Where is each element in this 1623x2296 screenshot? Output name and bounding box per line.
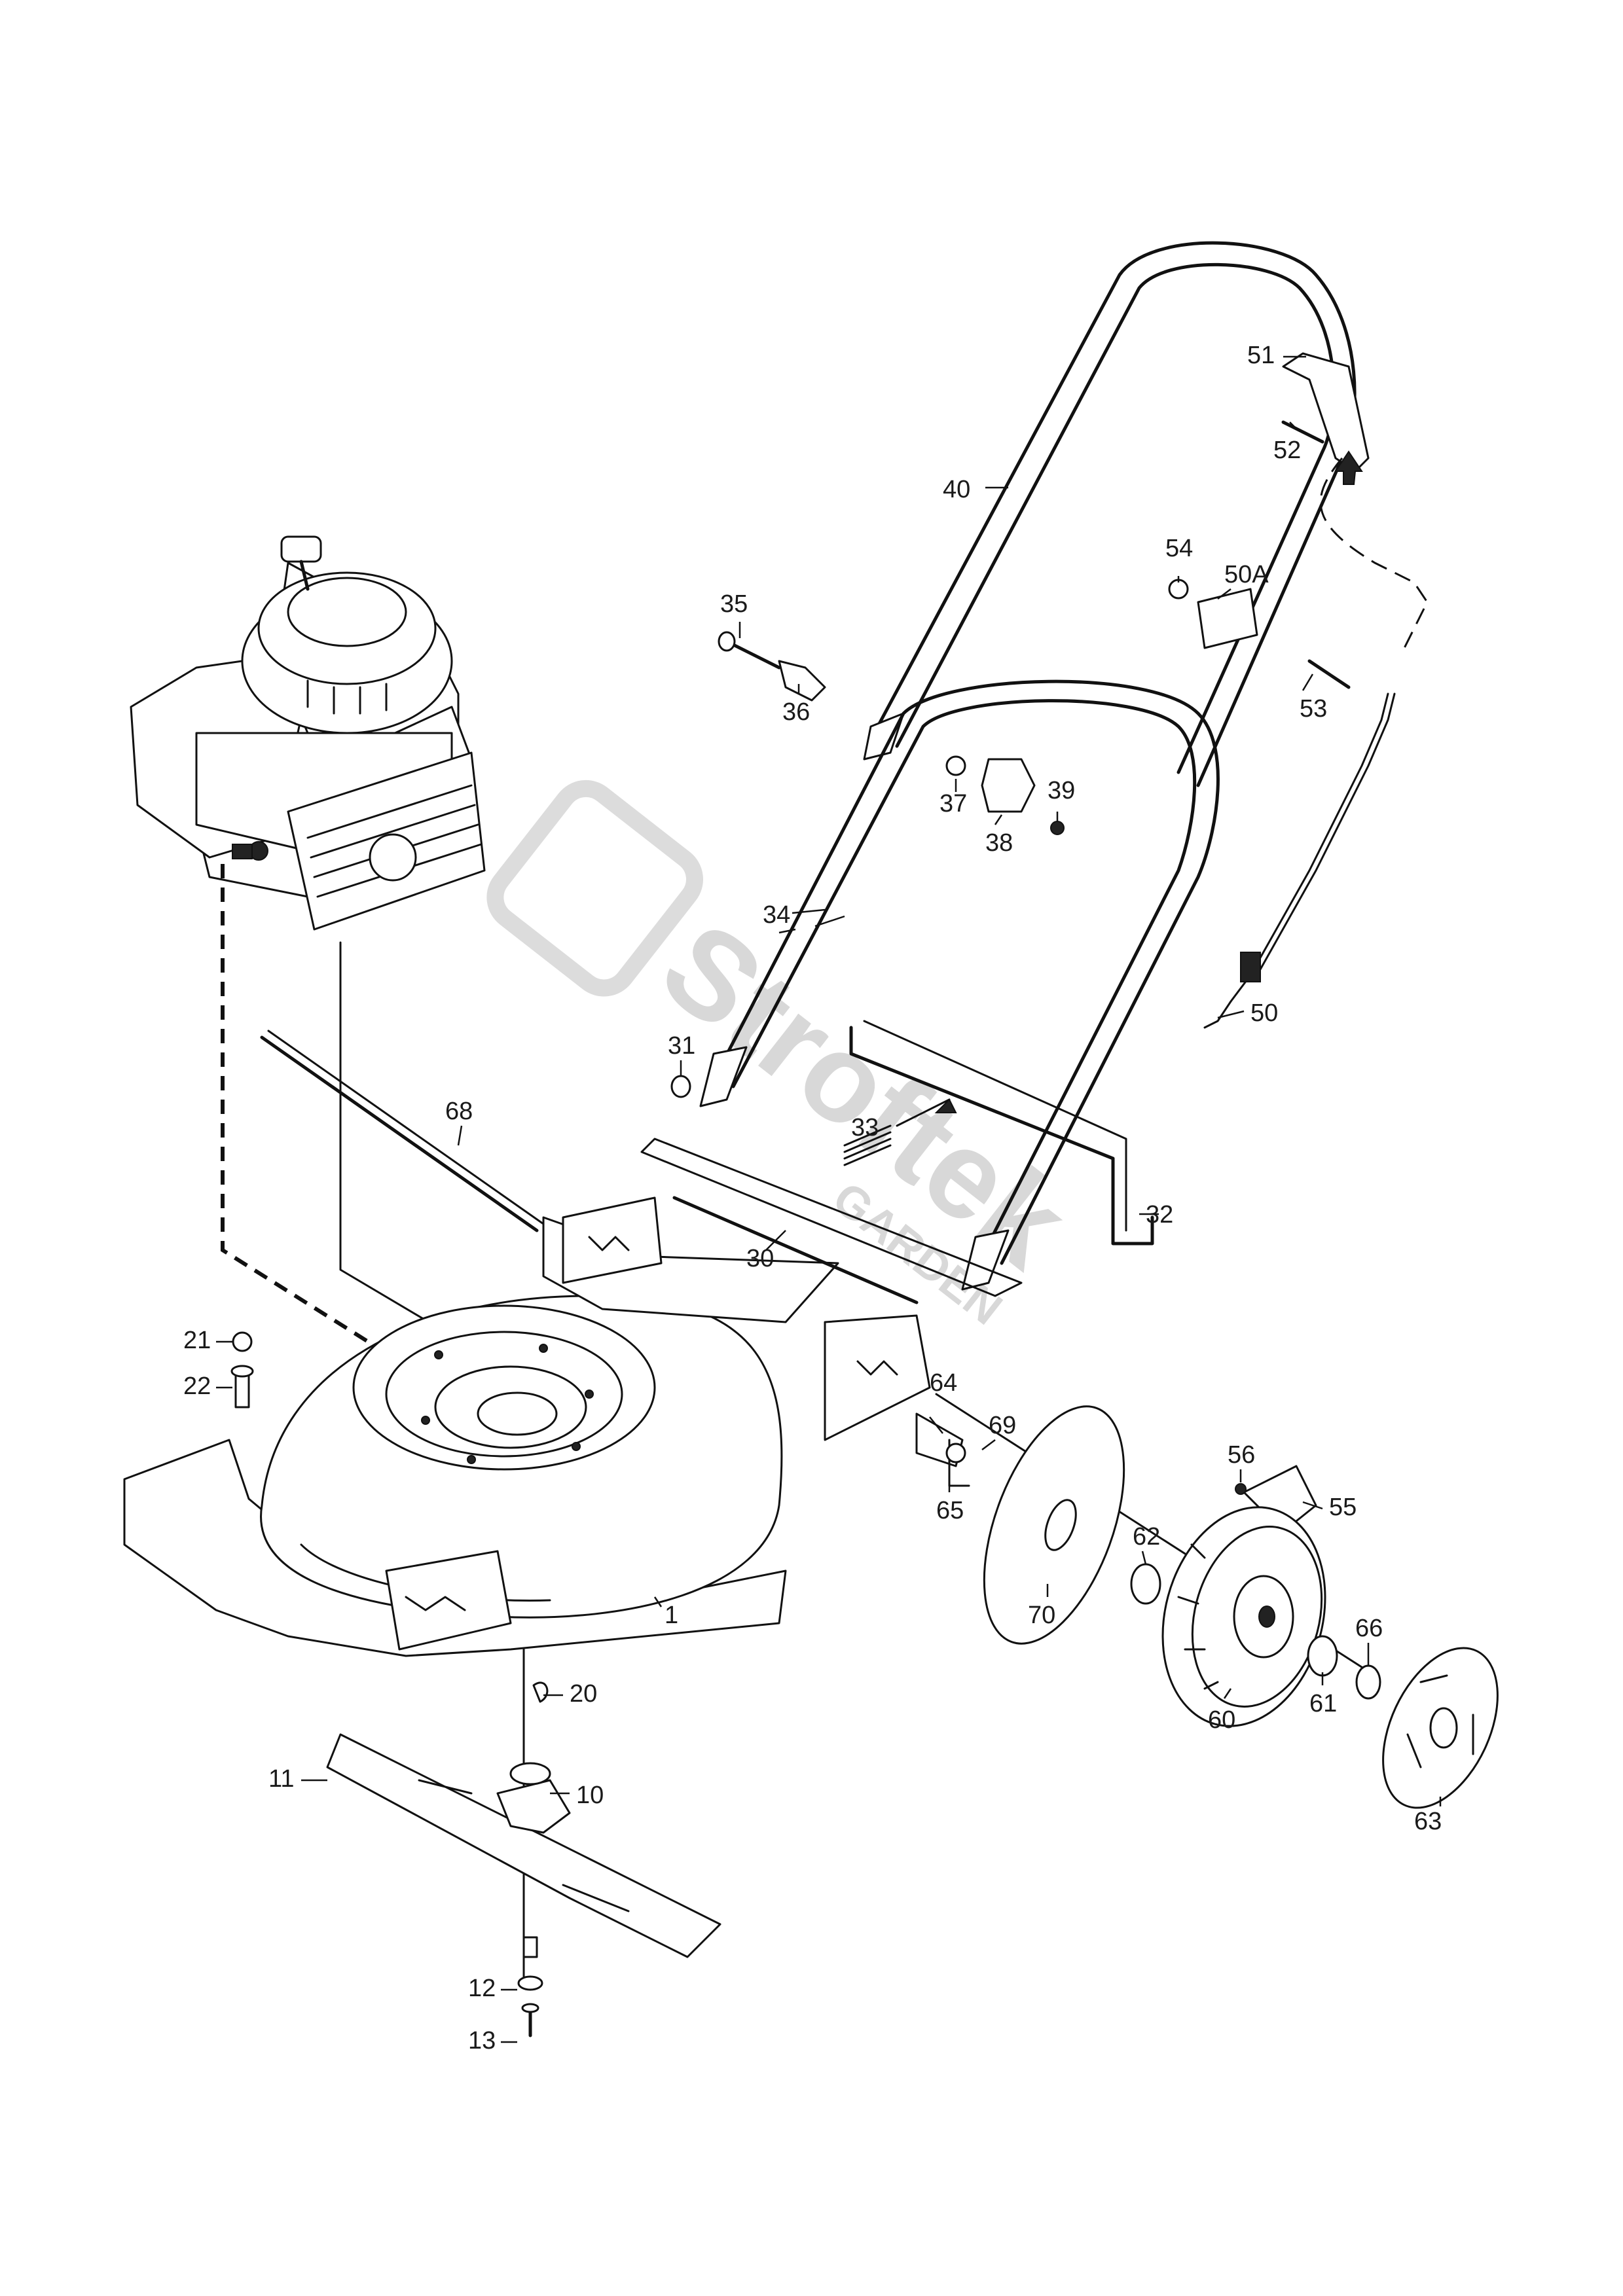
part-label-40: 40: [943, 476, 970, 503]
watermark-logo: [486, 780, 703, 997]
part-label-10: 10: [576, 1782, 604, 1809]
part-label-11: 11: [268, 1765, 294, 1793]
part-label-34: 34: [763, 901, 790, 929]
part-label-64: 64: [930, 1369, 957, 1397]
part-label-36: 36: [782, 698, 810, 726]
part-label-66: 66: [1355, 1615, 1383, 1642]
part-label-69: 69: [989, 1412, 1016, 1439]
part-label-32: 32: [1146, 1201, 1173, 1229]
part-label-20: 20: [570, 1680, 597, 1708]
part-label-65: 65: [936, 1497, 964, 1524]
part-label-21: 21: [183, 1327, 211, 1354]
blade-drawing: [230, 1331, 721, 2037]
part-label-30: 30: [746, 1245, 774, 1272]
part-labels: 1 10 11 12 13 20 21 22 30 31 32 33 34 35…: [183, 342, 1442, 2054]
part-label-1: 1: [665, 1602, 678, 1629]
lower-handle-34-drawing: [699, 679, 1220, 1291]
part-label-31: 31: [668, 1032, 695, 1060]
part-label-52: 52: [1273, 437, 1301, 464]
part-label-56: 56: [1228, 1441, 1255, 1469]
part-label-13: 13: [468, 2027, 496, 2054]
part-label-62: 62: [1133, 1523, 1160, 1551]
deck-drawing: [123, 1196, 931, 1657]
part-label-63: 63: [1414, 1808, 1442, 1835]
part-label-35: 35: [720, 590, 748, 618]
engine-drawing: [130, 535, 486, 931]
part-label-54: 54: [1165, 535, 1193, 562]
part-label-39: 39: [1048, 777, 1075, 804]
part-label-53: 53: [1300, 695, 1327, 723]
part-label-50A: 50A: [1224, 561, 1269, 588]
wheel-group-drawing: [915, 1393, 1499, 1809]
axle-68-drawing: [260, 1030, 545, 1232]
part-label-55: 55: [1329, 1494, 1357, 1521]
part-label-37: 37: [939, 790, 967, 817]
leader-lines: [216, 355, 1442, 2043]
cable-50-drawing: [1203, 457, 1429, 1029]
part-label-33: 33: [851, 1114, 879, 1141]
part-label-12: 12: [468, 1975, 496, 2002]
hardware-drawing: [670, 579, 1351, 1533]
upper-handle-40-drawing: [863, 241, 1370, 787]
part-label-22: 22: [183, 1372, 211, 1400]
part-label-51: 51: [1247, 342, 1275, 369]
part-label-70: 70: [1028, 1602, 1055, 1629]
part-label-50: 50: [1250, 999, 1278, 1027]
part-label-60: 60: [1208, 1706, 1235, 1734]
part-label-38: 38: [985, 829, 1013, 857]
part-label-61: 61: [1309, 1690, 1337, 1717]
part-label-68: 68: [445, 1098, 473, 1125]
bars-drawing: [640, 1020, 1154, 1304]
